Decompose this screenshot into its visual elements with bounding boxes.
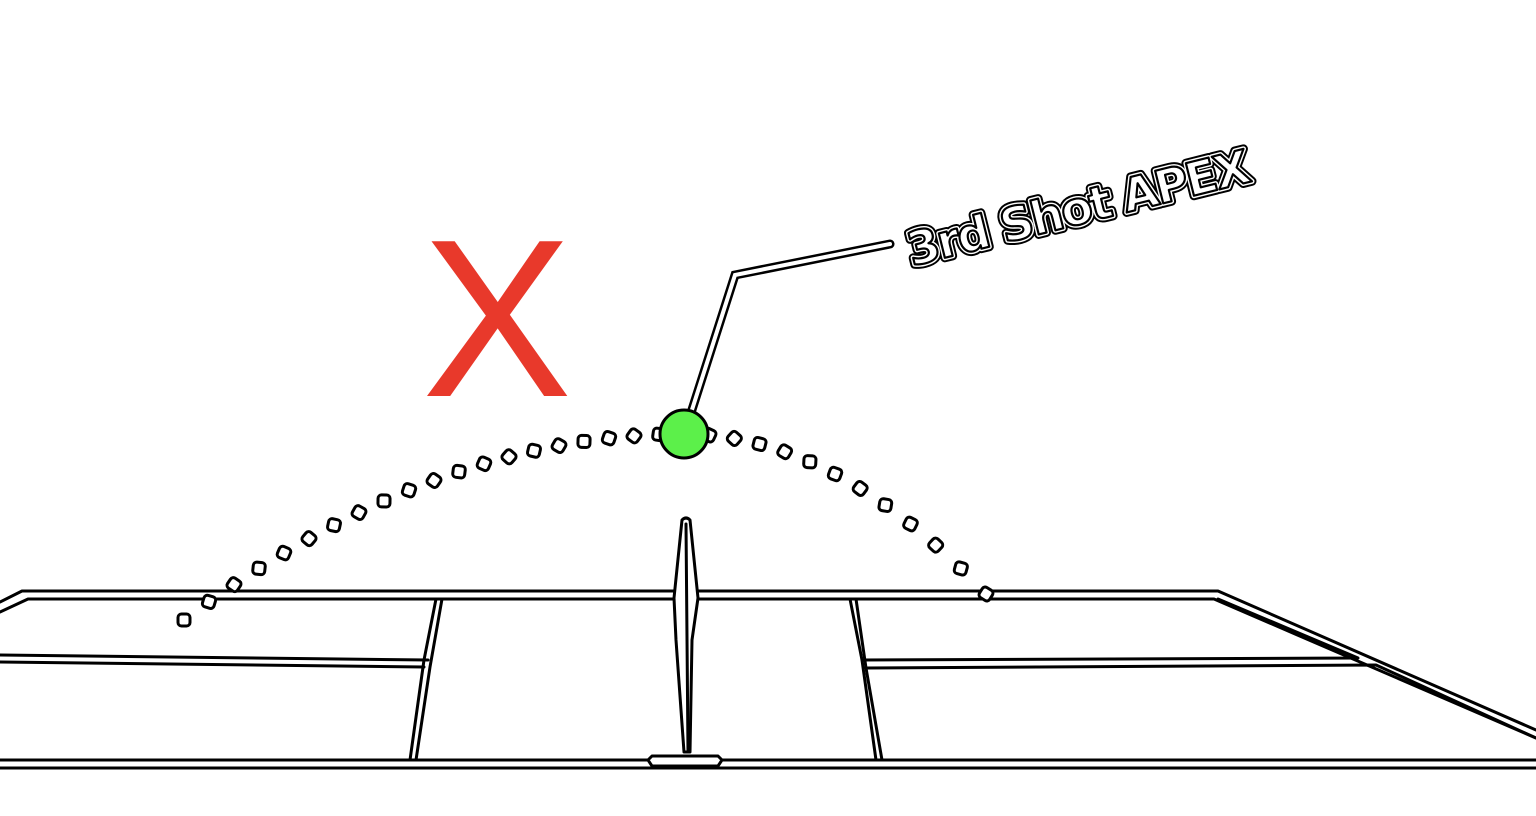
left-centerline xyxy=(0,653,430,662)
trajectory-dot xyxy=(877,497,894,513)
court-inner-boundary xyxy=(0,597,1536,740)
trajectory-dot xyxy=(776,443,794,461)
trajectory-dot xyxy=(802,454,818,470)
court xyxy=(0,516,1536,770)
net-base xyxy=(646,754,724,768)
right-centerline xyxy=(860,597,1360,662)
trajectory-dot xyxy=(625,427,643,445)
trajectory-dot xyxy=(200,593,218,610)
right-kitchen-line-inner xyxy=(854,597,884,762)
apex-leader-line xyxy=(685,239,895,421)
left-kitchen-line-inner xyxy=(414,597,444,762)
apex-annotation: 3rd Shot APEX 3rd Shot APEX 3rd Shot APE… xyxy=(897,135,1259,281)
trajectory-dot xyxy=(826,465,844,483)
trajectory-dot xyxy=(500,448,518,466)
trajectory-dot xyxy=(376,493,392,509)
left-centerline-lower xyxy=(0,660,426,669)
trajectory-dot xyxy=(576,433,592,450)
trajectory-dot xyxy=(425,472,443,489)
trajectory-dot xyxy=(725,429,743,447)
trajectory-dot xyxy=(550,437,568,455)
trajectory-dot xyxy=(952,560,969,577)
net-post-inner xyxy=(684,522,690,754)
trajectory-dot xyxy=(851,479,869,497)
trajectory-dot xyxy=(400,482,418,499)
trajectory-dot xyxy=(600,430,618,447)
trajectory-dot xyxy=(475,455,493,473)
trajectory-dot xyxy=(300,530,318,548)
trajectory-dot xyxy=(225,576,243,594)
right-kitchen-line xyxy=(848,597,878,762)
left-kitchen-line xyxy=(408,597,438,762)
trajectory-dot xyxy=(251,560,267,577)
x-mark-icon: X xyxy=(422,192,572,444)
trajectory-dot xyxy=(275,544,293,562)
trajectory-dot xyxy=(326,517,342,534)
trajectory-dot xyxy=(350,504,368,521)
trajectory-dot xyxy=(451,463,467,480)
ball-trajectory xyxy=(176,426,995,628)
trajectory-dot xyxy=(751,435,768,453)
trajectory-dot xyxy=(927,536,945,554)
net xyxy=(646,516,724,768)
court-outer-boundary xyxy=(0,589,1536,732)
trajectory-dot xyxy=(526,442,542,459)
right-centerline-lower xyxy=(864,663,1536,740)
trajectory-dot xyxy=(176,612,192,628)
apex-label: 3rd Shot APEX xyxy=(902,139,1255,276)
trajectory-dot xyxy=(902,515,919,533)
trajectory-dot xyxy=(977,585,995,603)
ball-icon xyxy=(658,408,710,460)
